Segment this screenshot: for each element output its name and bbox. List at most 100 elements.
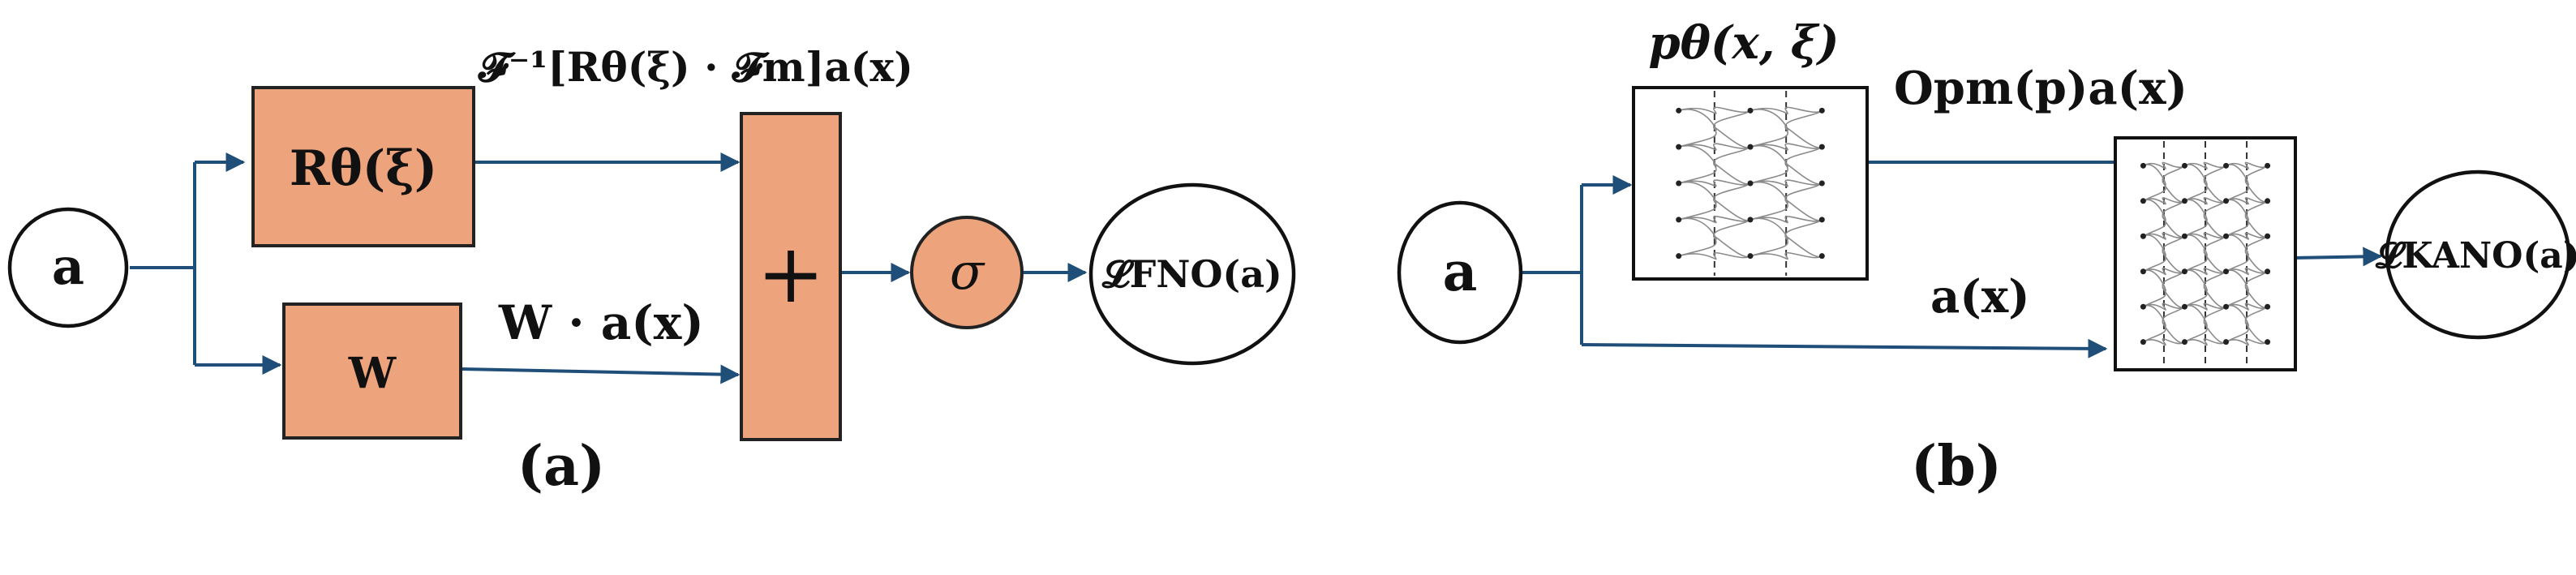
b-kan1-edge bbox=[1678, 219, 1751, 257]
b-kan1-node bbox=[1818, 144, 1825, 150]
b-kan2-edge bbox=[2143, 271, 2185, 307]
b-kan2-edge bbox=[2184, 232, 2227, 240]
b-kan2-edge bbox=[2143, 306, 2185, 343]
a-spectral-label: Rθ(ξ) bbox=[290, 140, 437, 197]
b-kan1-node bbox=[1747, 217, 1754, 223]
a-output-label: 𝓛FNO(a) bbox=[1101, 252, 1282, 296]
b-kan-output-block bbox=[2114, 136, 2297, 371]
a-spectral-path-label: 𝓕⁻¹[Rθ(ξ) · 𝓕m]a(x) bbox=[478, 43, 913, 91]
b-kan1-node bbox=[1818, 217, 1825, 223]
b-kan2-edge bbox=[2143, 235, 2185, 272]
b-kan2-edge bbox=[2184, 271, 2227, 307]
a-sum-rect bbox=[740, 112, 842, 441]
b-kan1-edge bbox=[1750, 109, 1823, 148]
b-kan2-node bbox=[2265, 339, 2271, 345]
b-kan2-node bbox=[2140, 233, 2146, 239]
a-spectral-rect bbox=[251, 86, 475, 247]
b-kan2-edge bbox=[2184, 303, 2227, 311]
b-kan2-edge bbox=[2226, 303, 2269, 311]
panel-b: a 𝓛KANO(a) pθ(x, ξ) Opm(p)a(x) a(x) (b) bbox=[1397, 16, 2576, 499]
b-kan2-node bbox=[2223, 303, 2230, 310]
b-kan2-node bbox=[2181, 268, 2187, 275]
b-input-label: a bbox=[1443, 240, 1478, 303]
b-kan2-edge bbox=[2226, 165, 2269, 202]
b-kan1-node bbox=[1818, 107, 1825, 114]
b-arrow-kan2-to-output bbox=[2293, 247, 2383, 267]
b-kan2-edge bbox=[2184, 235, 2227, 272]
b-kan2-node bbox=[2140, 198, 2146, 204]
a-activation-node: σ bbox=[910, 216, 1024, 329]
b-kan1-edge bbox=[1750, 182, 1823, 221]
b-kan1-node bbox=[1747, 107, 1754, 114]
a-activation-circle bbox=[910, 216, 1024, 329]
b-kan2-edge bbox=[2226, 306, 2269, 343]
b-kan2-edge bbox=[2143, 303, 2185, 311]
b-kan2-edge bbox=[2143, 267, 2185, 276]
b-kan1-edge bbox=[1750, 219, 1823, 257]
b-output-label: 𝓛KANO(a) bbox=[2375, 235, 2576, 277]
b-kan2-node bbox=[2223, 162, 2230, 169]
b-kan1-edge bbox=[1750, 216, 1823, 224]
a-activation-label: σ bbox=[950, 242, 985, 301]
b-skip-path-label: a(x) bbox=[1930, 270, 2030, 324]
b-kan1-edge bbox=[1678, 143, 1751, 151]
b-kan1-node bbox=[1747, 180, 1754, 187]
b-kan2-edge bbox=[2143, 337, 2185, 346]
b-kan1-edge bbox=[1678, 179, 1751, 187]
b-kan1-node bbox=[1747, 253, 1754, 260]
panel-a-connectors bbox=[130, 152, 1088, 384]
b-kan2-node bbox=[2140, 162, 2146, 169]
b-kan-symbol-block bbox=[1632, 86, 1869, 281]
b-kan2-edge bbox=[2184, 200, 2227, 237]
b-kan2-node bbox=[2140, 303, 2146, 310]
b-arrow-skip-to-kan2 bbox=[1581, 338, 2108, 358]
b-operator-path-label: Opm(p)a(x) bbox=[1894, 62, 2187, 115]
b-kan1-node bbox=[1747, 144, 1754, 150]
b-kan2-node bbox=[2223, 268, 2230, 275]
a-linear-block: W bbox=[282, 303, 462, 440]
a-spectral-block: Rθ(ξ) bbox=[251, 86, 475, 247]
b-kan2-edge bbox=[2184, 306, 2227, 343]
b-kan2-edge bbox=[2226, 161, 2269, 169]
b-input-circle bbox=[1397, 200, 1523, 345]
a-output-node: 𝓛FNO(a) bbox=[1088, 182, 1296, 366]
b-kan2-node bbox=[2140, 339, 2146, 345]
b-kan1-edge bbox=[1678, 182, 1751, 221]
b-kan1-node bbox=[1676, 107, 1682, 114]
b-symbol-label: pθ(x, ξ) bbox=[1648, 16, 1839, 70]
b-kan1-edge bbox=[1750, 106, 1823, 114]
b-kan2-node bbox=[2265, 233, 2271, 239]
b-kan2-node bbox=[2181, 303, 2187, 310]
b-kan1-edge bbox=[1678, 146, 1751, 184]
panel-b-connectors bbox=[1521, 161, 2383, 358]
b-kan2-edge bbox=[2143, 165, 2185, 202]
b-kan1-edge bbox=[1750, 146, 1823, 184]
b-kan2-node bbox=[2265, 268, 2271, 275]
b-kan2-edge bbox=[2143, 200, 2185, 237]
b-kan2-node bbox=[2181, 233, 2187, 239]
a-sum-label: + bbox=[757, 226, 825, 321]
b-kan1-node bbox=[1818, 180, 1825, 187]
a-output-ellipse bbox=[1088, 182, 1296, 366]
b-kan1-edge bbox=[1750, 143, 1823, 151]
b-kan2-edge bbox=[2184, 267, 2227, 276]
b-kan2-edge bbox=[2184, 197, 2227, 205]
b-kan1-node bbox=[1676, 144, 1682, 150]
b-kan1-node bbox=[1676, 180, 1682, 187]
b-kan2-edge bbox=[2143, 232, 2185, 240]
b-kan2-edge bbox=[2226, 271, 2269, 307]
b-kan1-edge bbox=[1678, 106, 1751, 114]
b-kan2-edge bbox=[2143, 161, 2185, 169]
a-arrow-linear-to-sum bbox=[462, 364, 741, 384]
b-kan1-node bbox=[1818, 253, 1825, 260]
a-linear-label: W bbox=[348, 349, 397, 398]
b-kan2-edge bbox=[2143, 197, 2185, 205]
b-kan2-edge bbox=[2226, 232, 2269, 240]
b-kan2-node bbox=[2223, 339, 2230, 345]
a-linear-rect bbox=[282, 303, 462, 440]
b-kan1-edge bbox=[1678, 109, 1751, 148]
b-kan2-node bbox=[2223, 233, 2230, 239]
b-kan2-edge bbox=[2226, 337, 2269, 346]
